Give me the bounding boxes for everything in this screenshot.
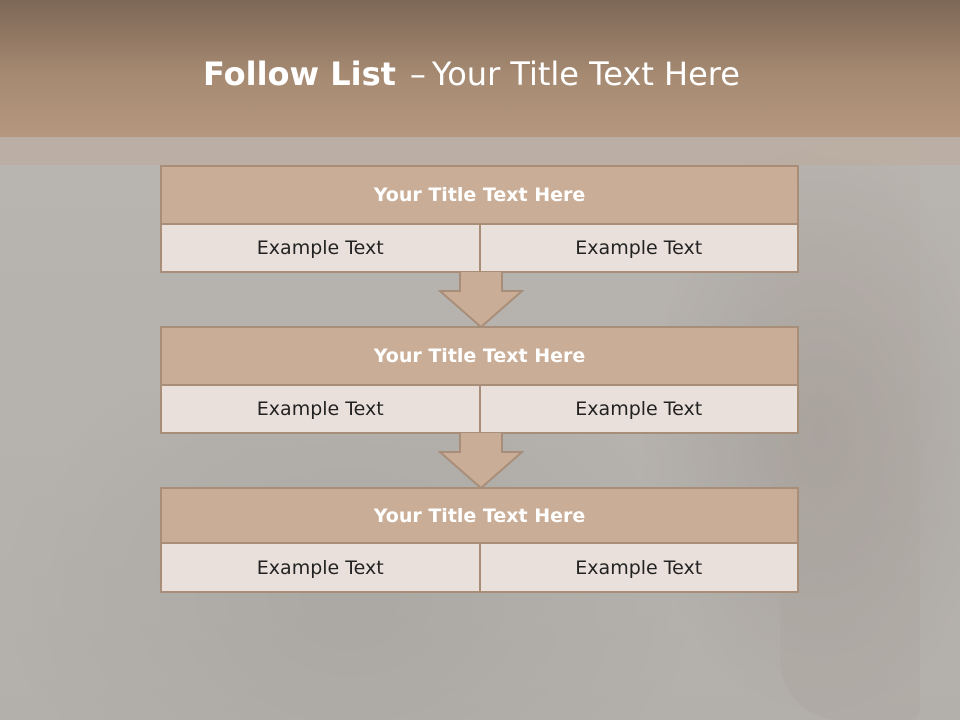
block-cell-left: Example Text xyxy=(256,556,384,579)
slide-title-bold: Follow List xyxy=(203,55,396,93)
list-block-3: Your Title Text Here Example Text Exampl… xyxy=(160,487,799,593)
block-cell-right: Example Text xyxy=(478,386,798,432)
block-cell-right: Example Text xyxy=(478,225,798,271)
header-bar xyxy=(0,0,960,137)
slide-title: Follow List–Your Title Text Here xyxy=(0,55,943,93)
block-title: Your Title Text Here xyxy=(162,167,797,225)
block-cell-left: Example Text xyxy=(256,237,384,259)
slide-title-rest: Your Title Text Here xyxy=(431,55,740,93)
slide-title-separator: – xyxy=(409,55,426,93)
block-row: Example Text Example Text xyxy=(162,544,797,591)
header-band xyxy=(0,137,960,165)
down-arrow-icon xyxy=(438,271,524,329)
down-arrow-icon xyxy=(438,432,524,490)
block-title: Your Title Text Here xyxy=(162,328,797,386)
block-row: Example Text Example Text xyxy=(162,386,797,432)
list-block-2: Your Title Text Here Example Text Exampl… xyxy=(160,326,799,434)
block-title: Your Title Text Here xyxy=(162,489,797,544)
block-cell-right: Example Text xyxy=(478,544,798,591)
block-row: Example Text Example Text xyxy=(162,225,797,271)
block-cell-left: Example Text xyxy=(256,398,384,420)
list-block-1: Your Title Text Here Example Text Exampl… xyxy=(160,165,799,273)
